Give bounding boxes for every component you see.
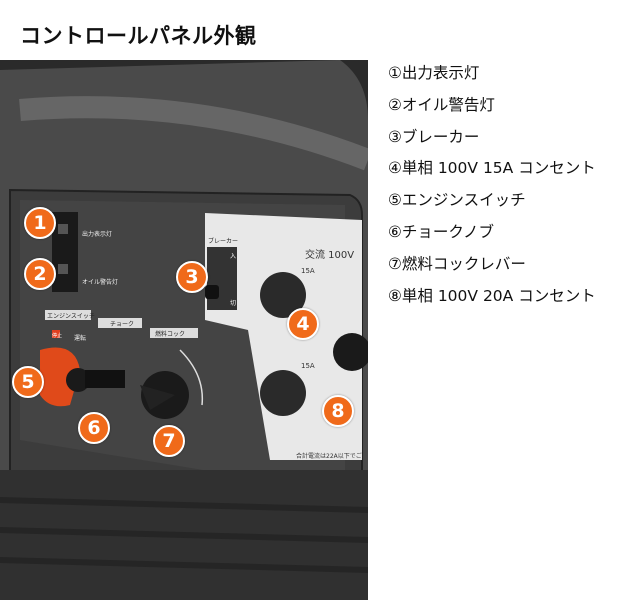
label-amp-2: 15A (301, 362, 315, 370)
label-stop: 停止 (52, 332, 62, 339)
callout-2: 2 (24, 258, 56, 290)
label-off: 切 (230, 300, 236, 307)
label-fuel-cock: 燃料コック (155, 330, 185, 338)
legend-item: ②オイル警告灯 (388, 95, 495, 114)
label-on: 入 (230, 253, 236, 260)
legend-item: ⑦燃料コックレバー (388, 254, 526, 273)
callout-4: 4 (287, 308, 319, 340)
callout-7: 7 (153, 425, 185, 457)
label-choke: チョーク (110, 321, 134, 328)
label-engine-switch: エンジンスイッチ (47, 313, 95, 320)
legend-item: ⑥チョークノブ (388, 222, 494, 241)
legend-item: ⑤エンジンスイッチ (388, 191, 526, 210)
label-amp-1: 15A (301, 267, 315, 275)
callout-6: 6 (78, 412, 110, 444)
callout-5: 5 (12, 366, 44, 398)
callout-1: 1 (24, 207, 56, 239)
control-panel-photo: 出力表示灯 オイル警告灯 エンジンスイッチ 停止 運転 チョーク 燃料コック ブ… (0, 60, 368, 600)
legend-item: ③ブレーカー (388, 127, 480, 146)
label-breaker: ブレーカー (208, 237, 238, 245)
label-run: 運転 (74, 334, 86, 342)
callout-3: 3 (176, 261, 208, 293)
label-oil-lamp: オイル警告灯 (82, 278, 118, 286)
legend-list: ①出力表示灯 ②オイル警告灯 ③ブレーカー ④単相 100V 15A コンセント… (388, 62, 596, 316)
callout-8: 8 (322, 395, 354, 427)
legend-item: ①出力表示灯 (388, 64, 480, 82)
legend-item: ⑧単相 100V 20A コンセント (388, 286, 596, 305)
label-note: 合計電流は22A以下でご (296, 452, 362, 460)
legend-item: ④単相 100V 15A コンセント (388, 159, 596, 178)
label-ac: 交流 100V (305, 248, 354, 261)
page-title: コントロールパネル外観 (20, 24, 257, 48)
label-output-lamp: 出力表示灯 (82, 230, 112, 238)
